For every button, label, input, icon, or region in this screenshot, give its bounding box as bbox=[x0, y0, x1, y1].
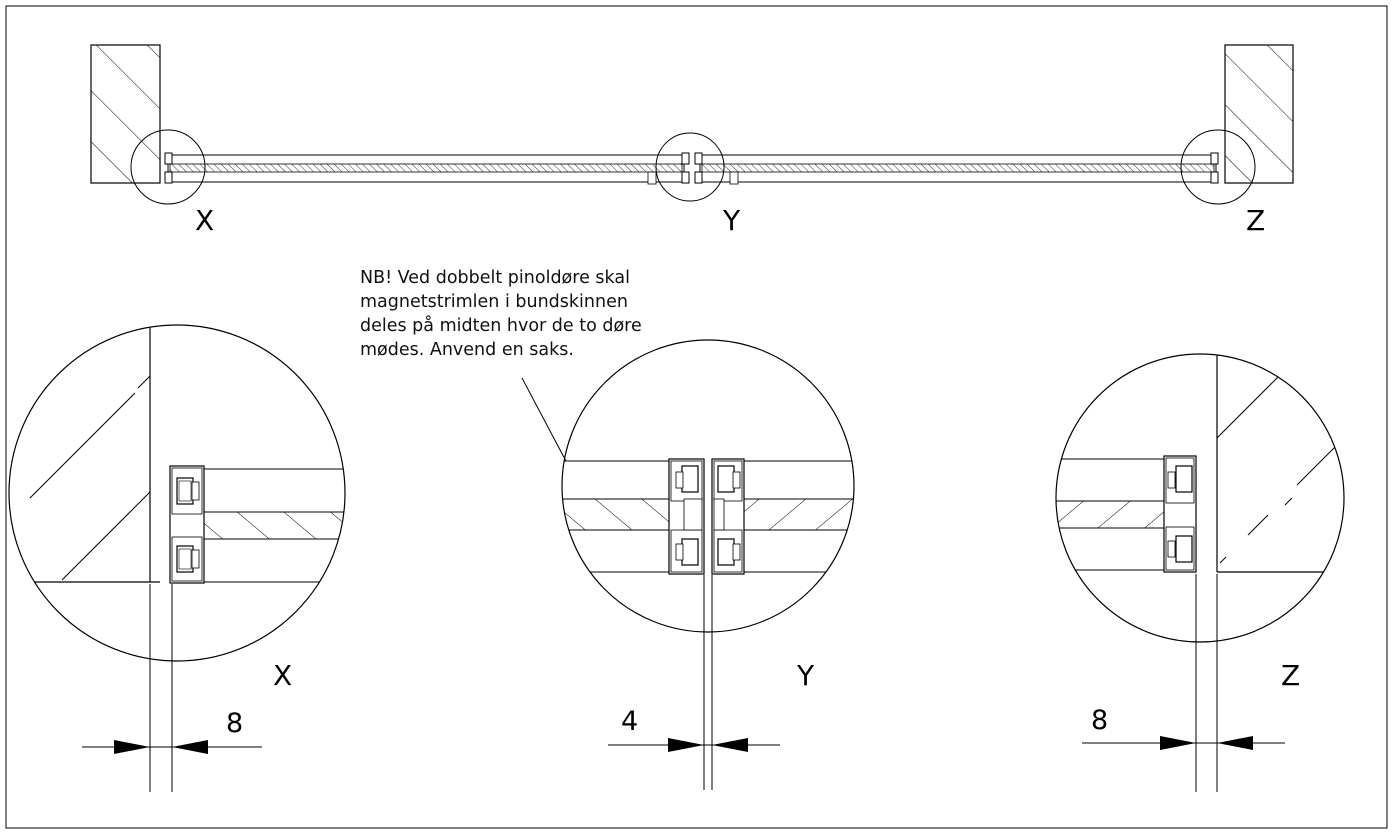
drawing-border bbox=[5, 5, 1388, 829]
detail-marker-z bbox=[1180, 129, 1256, 205]
detail-label-z: Z bbox=[1281, 659, 1301, 692]
dimension-y-value: 4 bbox=[621, 706, 639, 737]
right-wall bbox=[1224, 44, 1294, 184]
note-line-4: mødes. Anvend en saks. bbox=[360, 340, 574, 360]
detail-x bbox=[8, 324, 346, 792]
left-wall bbox=[90, 44, 161, 184]
overview-label-x: X bbox=[195, 204, 215, 237]
detail-label-y: Y bbox=[797, 659, 815, 692]
detail-z bbox=[1055, 353, 1345, 792]
detail-marker-x bbox=[130, 129, 206, 205]
overview-label-y: Y bbox=[723, 204, 741, 237]
dimension-z-value: 8 bbox=[1091, 705, 1109, 736]
note-line-2: magnetstrimlen i bundskinnen bbox=[360, 292, 628, 312]
detail-label-x: X bbox=[273, 659, 293, 692]
note-line-3: deles på midten hvor de to døre bbox=[360, 316, 642, 336]
note-text: NB! Ved dobbelt pinoldøre skal magnetstr… bbox=[360, 266, 690, 362]
overview-plan bbox=[90, 44, 1294, 205]
detail-y bbox=[561, 339, 855, 790]
detail-marker-y bbox=[655, 132, 725, 202]
dimension-x-value: 8 bbox=[226, 708, 244, 739]
note-leader-line bbox=[521, 377, 568, 464]
note-line-1: NB! Ved dobbelt pinoldøre skal bbox=[360, 268, 630, 288]
overview-label-z: Z bbox=[1246, 204, 1266, 237]
